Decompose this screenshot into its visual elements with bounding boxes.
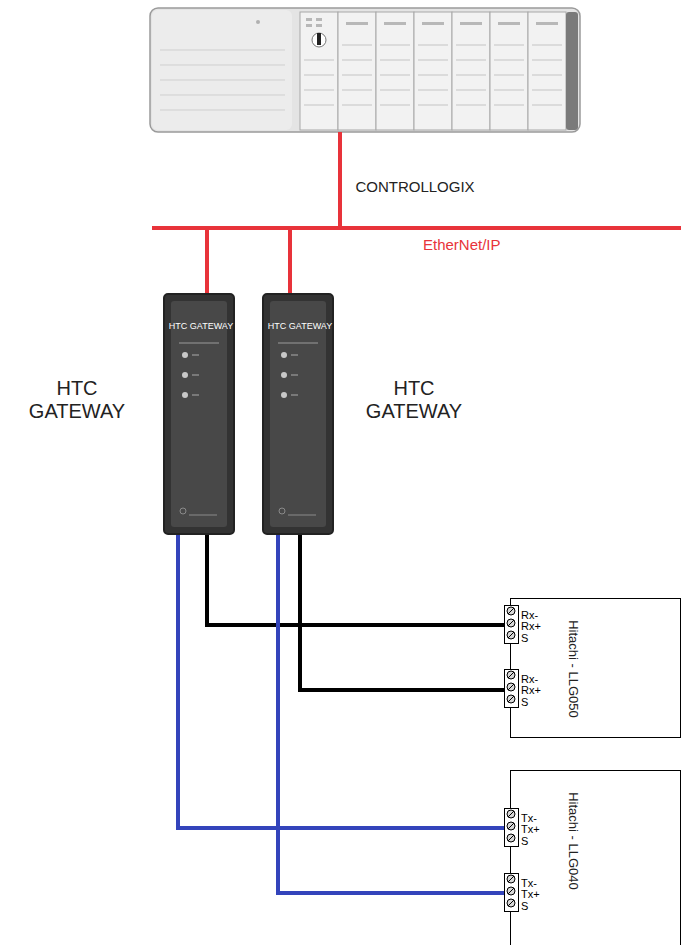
- terminal-block: [504, 605, 520, 645]
- ethernet-cable: [290, 132, 340, 293]
- terminal-label: S: [521, 632, 528, 644]
- terminal-label: Tx-: [521, 812, 537, 824]
- gateway-device: HTC GATEWAYHTC GATEWAY: [163, 293, 235, 535]
- terminal-block: [504, 808, 520, 848]
- terminal-label: Rx-: [521, 609, 538, 621]
- serial-wire: [278, 535, 510, 893]
- device-face-label: HTC GATEWAY: [264, 321, 336, 332]
- terminal-label: S: [521, 835, 528, 847]
- terminal-label: S: [521, 900, 528, 912]
- terminal-label: Tx+: [521, 823, 540, 835]
- terminal-label: Tx+: [521, 888, 540, 900]
- terminal-label: S: [521, 696, 528, 708]
- terminal-block: [504, 873, 520, 913]
- terminal-label: Rx+: [521, 620, 541, 632]
- serial-wire: [207, 535, 510, 625]
- rack-label: CONTROLLOGIX: [345, 178, 485, 195]
- gateway-label: HTC GATEWAY: [7, 377, 147, 423]
- plc-rack: CONTROLLOGIX: [150, 8, 580, 132]
- terminal-label: Rx-: [521, 673, 538, 685]
- terminal-block: [504, 669, 520, 709]
- device-face: [270, 301, 326, 527]
- device-box: Hitachi - LLG040Tx-Tx+STx-Tx+S: [510, 770, 681, 945]
- serial-wire: [300, 535, 510, 690]
- device-box: Hitachi - LLG050Rx-Rx+SRx-Rx+S: [510, 598, 681, 738]
- network-label: EtherNet/IP: [423, 236, 501, 253]
- device-face: [171, 301, 227, 527]
- serial-wire: [178, 535, 510, 828]
- controllogix-rack: [150, 8, 580, 132]
- terminal-label: Rx+: [521, 684, 541, 696]
- ethernet-cable: [207, 132, 340, 293]
- gateway-label: HTC GATEWAY: [344, 377, 484, 423]
- device-face-label: HTC GATEWAY: [165, 321, 237, 332]
- device-label: Hitachi - LLG040: [566, 792, 581, 890]
- device-label: Hitachi - LLG050: [566, 620, 581, 718]
- gateway-device: HTC GATEWAYHTC GATEWAY: [262, 293, 334, 535]
- terminal-label: Tx-: [521, 877, 537, 889]
